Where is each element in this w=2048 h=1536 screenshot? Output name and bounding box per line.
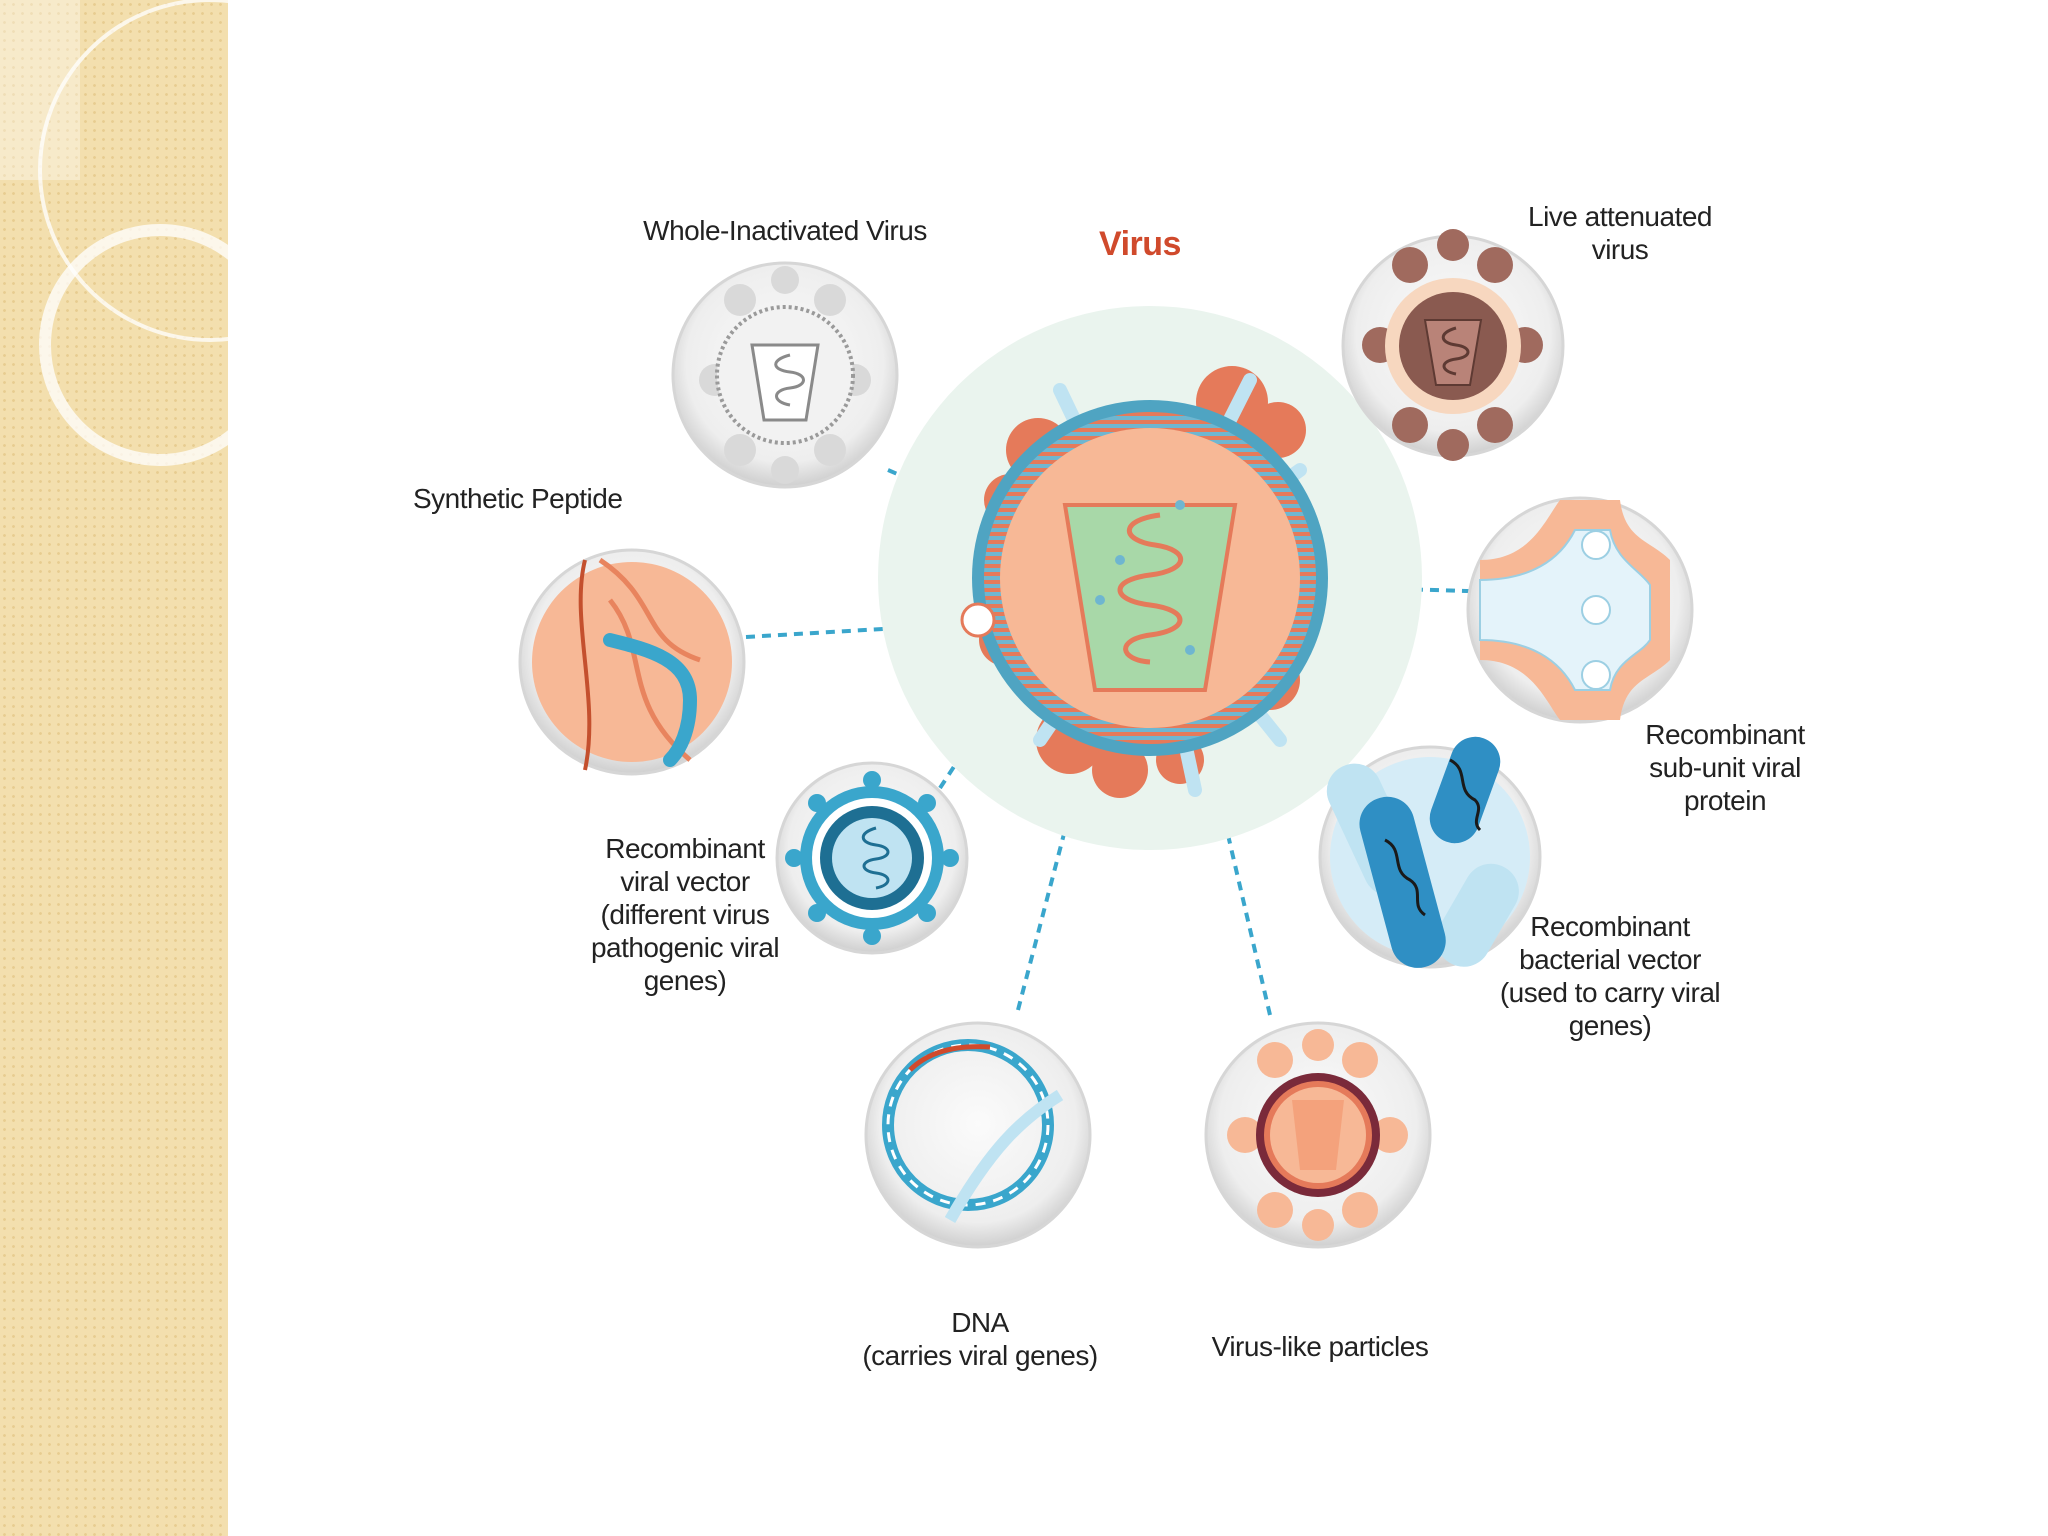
recombinant-bacterial-vector-illustration — [1318, 736, 1542, 969]
label-whole-inactivated-virus: Whole-Inactivated Virus — [643, 215, 927, 246]
label-recombinant-bacterial-vector: Recombinant bacterial vector (used to ca… — [1499, 911, 1721, 1041]
whole-inactivated-virus-illustration — [671, 261, 899, 489]
decorative-rings — [0, 0, 382, 466]
dna-illustration — [864, 1021, 1092, 1249]
label-recombinant-viral-vector: Recombinant viral vector (different viru… — [590, 833, 780, 996]
recombinant-viral-vector-illustration — [775, 761, 969, 955]
label-live-attenuated-virus: Live attenuated virus — [1528, 201, 1713, 265]
virus-center-label: Virus — [1099, 225, 1181, 263]
decorative-sidebar — [0, 0, 228, 1536]
label-virus-like-particles: Virus-like particles — [1211, 1331, 1429, 1362]
virus-like-particles-illustration — [1204, 1021, 1432, 1249]
central-virus-illustration — [878, 306, 1422, 850]
synthetic-peptide-illustration — [518, 548, 746, 776]
live-attenuated-virus-illustration — [1341, 229, 1565, 461]
label-dna: DNA (carries viral genes) — [862, 1307, 1098, 1371]
label-synthetic-peptide: Synthetic Peptide — [413, 483, 623, 514]
recombinant-subunit-protein-illustration — [1466, 496, 1694, 724]
label-recombinant-subunit-protein: Recombinant sub-unit viral protein — [1645, 719, 1805, 816]
